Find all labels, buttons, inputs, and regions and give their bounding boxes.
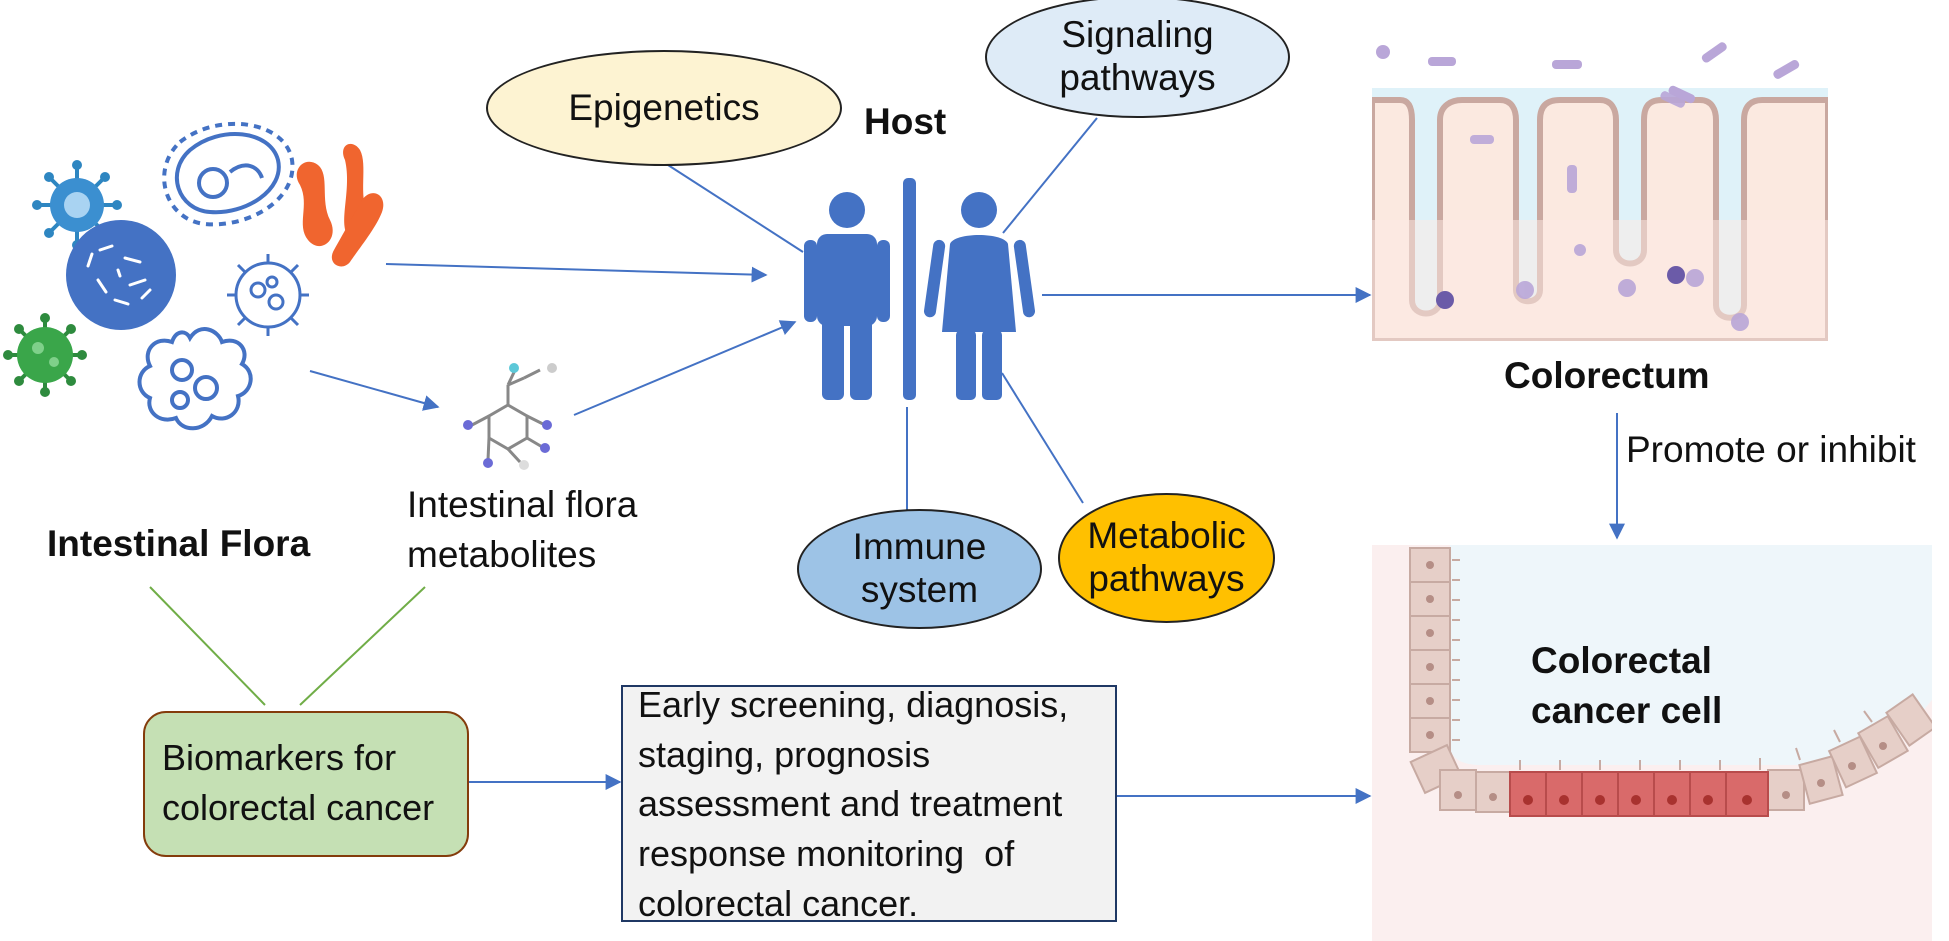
biomarker-label-line2: colorectal cancer [162,786,435,828]
metabolic-node: Metabolic pathways [1058,493,1275,623]
arrow-flora-host [385,263,768,283]
gut-microbes-above [1376,42,1800,104]
immune-node: Immune system [797,509,1042,629]
cancer-epithelium-illustration [1372,545,1932,941]
link-signaling-host [1002,117,1098,234]
metabolites-label-line2: metabolites [407,533,597,575]
screening-line3: assessment and treatment [638,783,1063,825]
biomarker-box-shape [143,711,469,857]
signaling-label-line2: pathways [1059,57,1216,98]
molecule-icon [463,363,557,470]
cancer-cell-label-line1: Colorectal [1531,640,1712,681]
epigenetics-node: Epigenetics [486,50,842,166]
host-label: Host [864,101,947,142]
metabolic-label-line2: pathways [1088,558,1245,599]
screening-line5: colorectal cancer. [638,882,919,924]
intestinal-flora-label: Intestinal Flora [47,523,311,564]
biomarker-label-line1: Biomarkers for [162,737,397,778]
metabolites-label: Intestinal flora metabolites [407,480,637,580]
fungus-cell-icon [137,327,253,431]
immune-label-line1: Immune [852,526,987,568]
arrows [309,263,1625,804]
immune-label-line2: system [860,569,979,610]
arrow-flora-metabolites [309,370,440,411]
screening-line1: Early screening, diagnosis, [638,684,1069,725]
screening-box-shape [621,685,1117,922]
link-metabolic-host [1001,372,1084,504]
spore-icon [227,254,309,336]
bacteria-cell-icon [66,220,176,330]
screening-line4: response monitoring of [638,833,1015,875]
signaling-label-line1: Signaling [1061,14,1214,56]
arrow-metabolites-host [573,320,797,416]
metabolites-label-line1: Intestinal flora [407,484,638,525]
cancer-cell-label-line2: cancer cell [1531,689,1723,731]
link-epigenetics-host [667,164,804,253]
people-icon [804,178,1036,400]
screening-line2: staging, prognosis [638,733,931,775]
biomarker-links [149,586,426,706]
rod-bacteria-icon [296,143,384,267]
coronavirus-icon [3,313,87,397]
intestinal-villi-illustration [1372,88,1828,341]
microbes-group [3,121,384,431]
promote-inhibit-label: Promote or inhibit [1626,429,1916,470]
metabolic-label-line1: Metabolic [1087,515,1246,557]
signaling-node: Signaling pathways [985,0,1290,118]
connector-lines [667,117,1098,512]
colorectum-label: Colorectum [1504,355,1710,396]
protozoa-icon [162,121,295,227]
biomarker-box: Biomarkers for colorectal cancer [144,733,468,832]
epigenetics-label: Epigenetics [568,86,760,128]
screening-box: Early screening, diagnosis, staging, pro… [622,680,1116,928]
cancer-cell-label: Colorectal cancer cell [1531,636,1722,736]
